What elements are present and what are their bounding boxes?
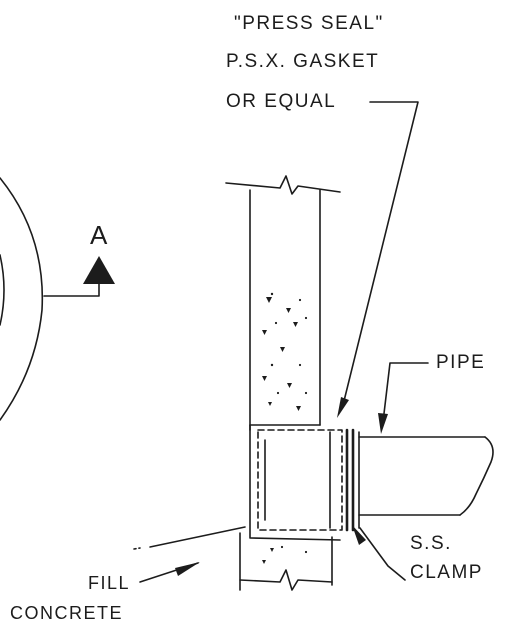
wall-bottom-break-line <box>239 569 333 591</box>
clamp-leader-arrowhead <box>352 525 366 545</box>
gasket-body <box>257 429 343 531</box>
section-marker-leader <box>43 283 100 297</box>
concrete-stipple <box>262 292 308 564</box>
clamp-label-line2: CLAMP <box>410 562 483 583</box>
clamp-leader <box>359 527 406 581</box>
gasket-label-line3: OR EQUAL <box>226 91 337 112</box>
pipe-leader <box>382 362 429 423</box>
gasket-label-line2: P.S.X. GASKET <box>226 51 380 72</box>
manhole-inner-arc <box>0 254 5 326</box>
fill-concrete-dots <box>133 547 141 550</box>
gasket-leader <box>342 101 419 406</box>
fill-leader-arrowhead <box>175 562 200 576</box>
pipe-label: PIPE <box>436 352 486 373</box>
pipe-leader-arrowhead <box>378 413 388 434</box>
fill-concrete-block <box>249 424 341 541</box>
fill-label-line2: CONCRETE <box>10 603 124 623</box>
clamp-label-line1: S.S. <box>410 533 452 554</box>
fill-label-line1: FILL <box>88 573 131 593</box>
manhole-outer-arc <box>0 177 44 421</box>
wall-top-break-line <box>225 175 341 195</box>
gasket-label-line1: "PRESS SEAL" <box>234 13 384 34</box>
fill-concrete-leader-upper <box>149 526 246 548</box>
section-marker-triangle <box>83 256 115 284</box>
pipe-break-end <box>459 436 494 516</box>
gasket-leader-arrowhead <box>337 397 349 418</box>
section-marker-letter: A <box>90 220 108 250</box>
